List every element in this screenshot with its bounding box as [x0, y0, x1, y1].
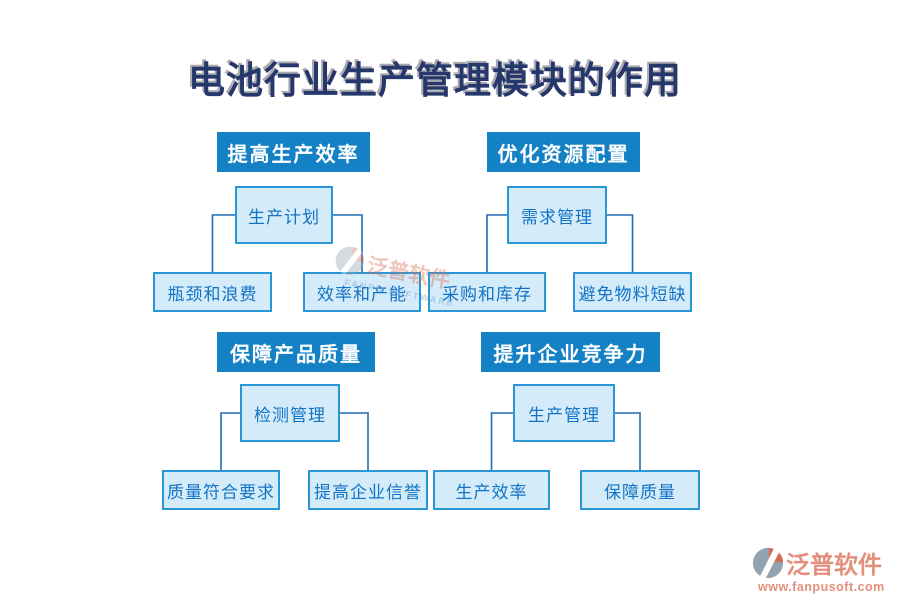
- footer-brand-logo: 泛普软件 www.fanpusoft.com: [752, 545, 894, 595]
- node-production-efficiency: 生产效率: [433, 470, 550, 510]
- footer-brand-url: www.fanpusoft.com: [758, 580, 885, 594]
- node-demand-management: 需求管理: [507, 186, 607, 244]
- node-efficiency-capacity: 效率和产能: [303, 272, 421, 312]
- node-corporate-reputation: 提高企业信誉: [308, 470, 428, 510]
- node-bottleneck-waste: 瓶颈和浪费: [153, 272, 272, 312]
- section-header-ensure-quality: 保障产品质量: [217, 332, 375, 372]
- node-inspection-management: 检测管理: [240, 384, 340, 442]
- node-avoid-material-shortage: 避免物料短缺: [573, 272, 692, 312]
- node-quality-compliance: 质量符合要求: [162, 470, 280, 510]
- page-title: 电池行业生产管理模块的作用: [188, 61, 682, 102]
- node-purchasing-inventory: 采购和库存: [428, 272, 546, 312]
- node-production-plan: 生产计划: [235, 186, 333, 244]
- fanpu-logo-icon: [752, 547, 784, 579]
- section-header-improve-efficiency: 提高生产效率: [217, 132, 370, 172]
- section-header-optimize-resources: 优化资源配置: [487, 132, 640, 172]
- node-production-management: 生产管理: [513, 384, 615, 442]
- section-header-competitiveness: 提升企业竞争力: [481, 332, 660, 372]
- node-quality-assurance: 保障质量: [580, 470, 700, 510]
- footer-brand-text: 泛普软件: [786, 553, 882, 579]
